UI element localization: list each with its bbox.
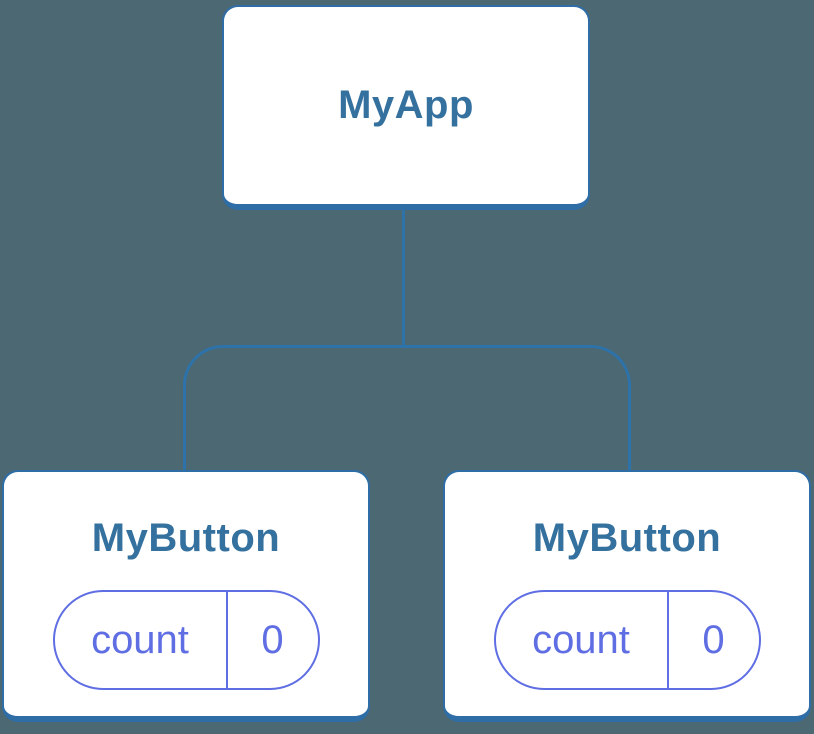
state-value: 0 <box>702 617 725 662</box>
state-key: count <box>55 592 228 688</box>
component-label: MyButton <box>532 516 722 560</box>
connector-stem-line <box>402 210 405 347</box>
component-node-mybutton-right: MyButton count 0 <box>443 470 811 722</box>
state-pill: count 0 <box>493 590 761 690</box>
component-node-mybutton-left: MyButton count 0 <box>2 470 370 722</box>
state-pill: count 0 <box>52 590 320 690</box>
connector-branch-bracket <box>183 345 631 470</box>
component-label: MyApp <box>338 83 474 127</box>
component-label: MyButton <box>91 516 281 560</box>
component-node-myapp: MyApp <box>222 5 590 210</box>
state-value: 0 <box>261 617 284 662</box>
state-key: count <box>496 592 669 688</box>
